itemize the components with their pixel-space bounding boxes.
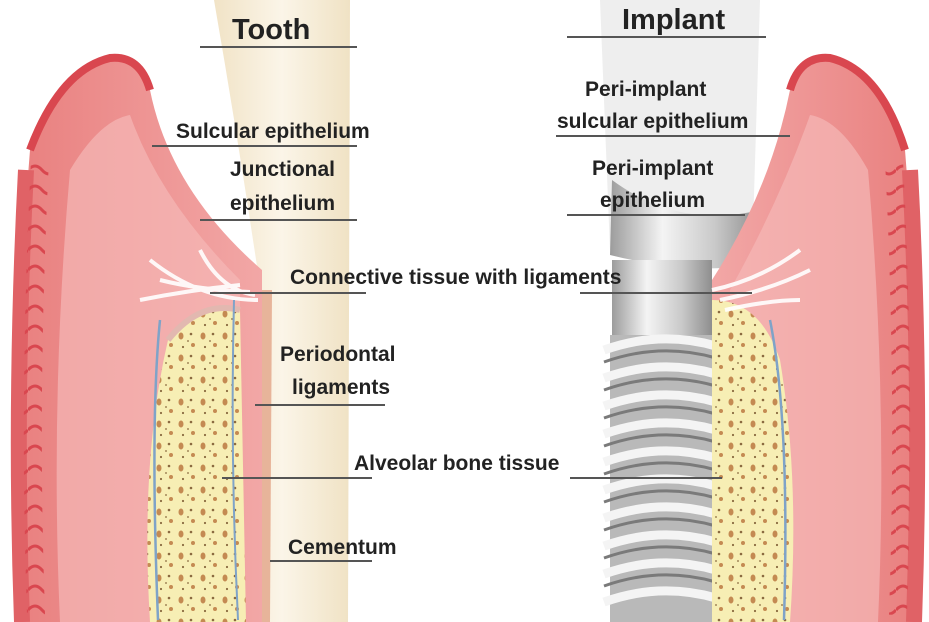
label-periodontal-ligaments-line2: ligaments bbox=[292, 376, 390, 400]
label-connective-tissue: Connective tissue with ligaments bbox=[290, 266, 621, 290]
label-alveolar-bone: Alveolar bone tissue bbox=[354, 452, 559, 476]
label-peri-implant-sulcular-line2: sulcular epithelium bbox=[557, 110, 748, 134]
label-peri-implant-sulcular-line1: Peri-implant bbox=[585, 78, 706, 102]
tooth-side-artwork bbox=[17, 0, 350, 622]
label-peri-implant-epithelium-line1: Peri-implant bbox=[592, 157, 713, 181]
label-sulcular-epithelium: Sulcular epithelium bbox=[176, 120, 370, 144]
label-peri-implant-epithelium-line2: epithelium bbox=[600, 189, 705, 213]
label-cementum: Cementum bbox=[288, 536, 397, 560]
implant-title: Implant bbox=[622, 4, 725, 37]
tooth-title: Tooth bbox=[232, 14, 310, 47]
label-periodontal-ligaments-line1: Periodontal bbox=[280, 343, 396, 367]
label-junctional-epithelium-line2: epithelium bbox=[230, 192, 335, 216]
label-junctional-epithelium-line1: Junctional bbox=[230, 158, 335, 182]
